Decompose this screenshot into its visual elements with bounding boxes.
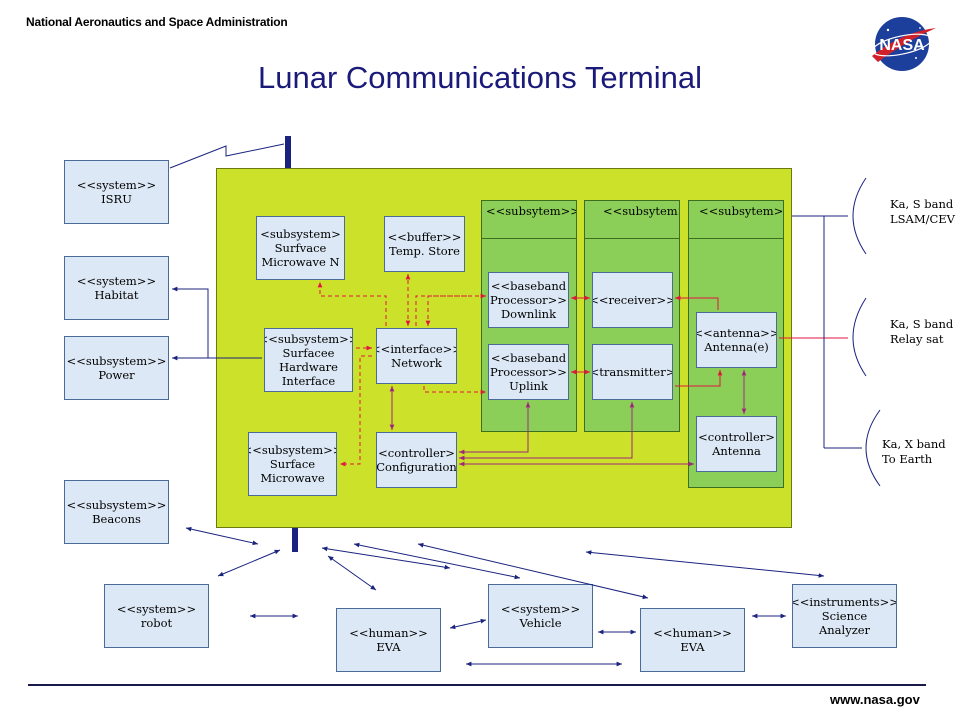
link-lsam-cev-label: Ka, S band LSAM/CEV <box>890 197 955 226</box>
rf-signal-paths <box>571 295 848 387</box>
footer-rule <box>28 684 926 686</box>
baseband-header: <<subsytem>> Baseband <box>482 201 576 239</box>
internal-data-paths <box>317 274 486 467</box>
antenna-fanout-lines <box>792 177 881 487</box>
svg-text:NASA: NASA <box>879 37 925 54</box>
terminal-top-mast <box>285 136 291 168</box>
antenna-controller-box[interactable]: <<controller>> Antenna <box>696 416 777 472</box>
eva-right-box[interactable]: <<human>> EVA <box>640 608 745 672</box>
habitat-connector <box>172 286 262 359</box>
surface-hw-interface-box[interactable]: <<subsystem>> Surfacee Hardware Interfac… <box>264 328 353 392</box>
beacons-box[interactable]: <<subsystem>> Beacons <box>64 480 169 544</box>
receiver-box[interactable]: <<receiver>> <box>592 272 673 328</box>
interface-network-box[interactable]: <<interface>> Network <box>376 328 457 384</box>
antenna-header: <<subsytem>> Antenna <box>689 201 783 239</box>
transmitter-box[interactable]: <<transmitter>> <box>592 344 673 400</box>
eva-left-box[interactable]: <<human>> EVA <box>336 608 441 672</box>
terminal-bottom-mast <box>292 528 298 552</box>
footer-url[interactable]: www.nasa.gov <box>830 692 920 707</box>
microwave-rf-header: <<subsytem>> Microwave RF <box>585 201 679 239</box>
external-wireless-arrows <box>185 526 825 667</box>
habitat-box[interactable]: <<system>> Habitat <box>64 256 169 320</box>
baseband-downlink-box[interactable]: <<baseband Processor>> Downlink <box>488 272 569 328</box>
link-to-earth-label: Ka, X band To Earth <box>882 437 946 466</box>
nasa-logo-icon: NASA <box>871 17 936 71</box>
surface-microwave-box[interactable]: <<subsystem>> Surface Microwave <box>248 432 337 496</box>
power-box[interactable]: <<subsystem>> Power <box>64 336 169 400</box>
baseband-uplink-box[interactable]: <<baseband Processor>> Uplink <box>488 344 569 400</box>
isru-wireless-link <box>169 143 285 169</box>
science-analyzer-box[interactable]: <<instruments>> Science Analyzer <box>792 584 897 648</box>
antenna-e-box[interactable]: <<antenna>> Antenna(e) <box>696 312 777 368</box>
agency-name: National Aeronautics and Space Administr… <box>26 15 288 29</box>
controller-configuration-box[interactable]: <<controller>> Configuration <box>376 432 457 488</box>
buffer-box[interactable]: <<buffer>> Temp. Store <box>384 216 465 272</box>
robot-box[interactable]: <<system>> robot <box>104 584 209 648</box>
link-relay-sat-label: Ka, S band Relay sat <box>890 317 954 346</box>
surface-microwave-n-box[interactable]: <subsystem> Surfvace Microwave N <box>256 216 345 280</box>
isru-box[interactable]: <<system>> ISRU <box>64 160 169 224</box>
controller-paths <box>389 370 747 467</box>
page-title: Lunar Communications Terminal <box>258 60 702 95</box>
